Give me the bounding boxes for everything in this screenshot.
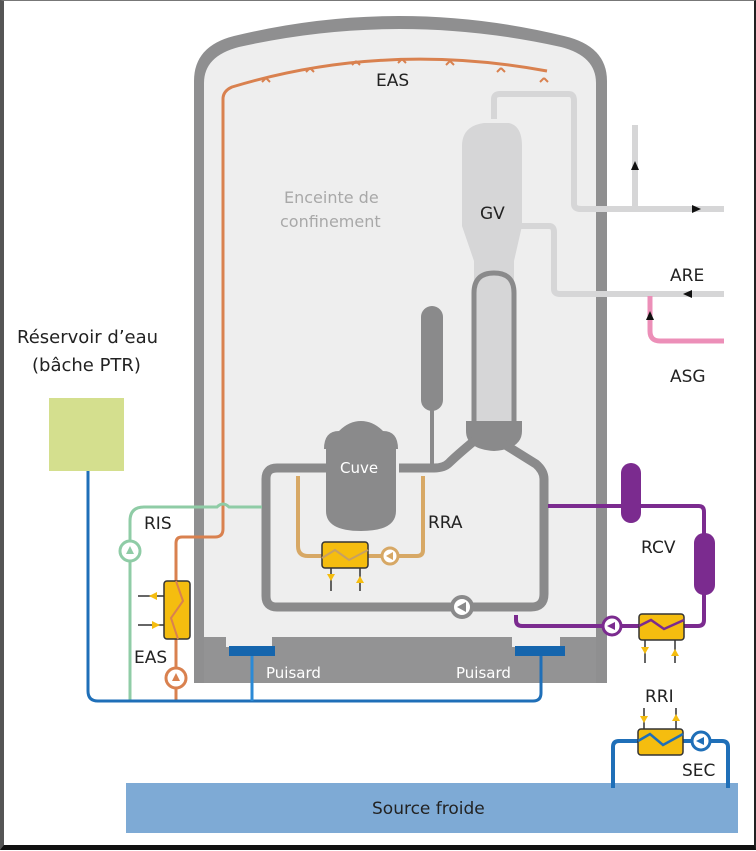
heat-exchanger-coil	[637, 732, 684, 747]
rcv-circuit	[514, 504, 706, 628]
pump-arrow-icon	[126, 546, 134, 554]
base-right-recess	[512, 637, 560, 647]
label-enceinte-2: confinement	[280, 212, 381, 231]
label-eas-top: EAS	[376, 71, 409, 91]
label-rcv: RCV	[641, 538, 676, 558]
sump-circuit	[86, 471, 543, 703]
gv-tube-bundle	[471, 270, 517, 431]
label-puisard-left: Puisard	[266, 664, 321, 682]
puisard-right-grate	[515, 646, 565, 656]
steam-generator	[462, 123, 522, 451]
rcv-tank	[621, 463, 641, 523]
pressurizer	[421, 306, 443, 411]
label-gv: GV	[480, 204, 505, 224]
reservoir-ptr	[49, 398, 124, 471]
arrow-up-icon	[631, 161, 639, 170]
eas-riser	[174, 136, 225, 701]
rcv-line	[514, 504, 706, 628]
pump-arrow-icon	[386, 552, 393, 560]
asg-line	[647, 296, 724, 344]
label-source-froide: Source froide	[372, 799, 485, 819]
eas-spray-header	[221, 57, 548, 136]
arrow-down-icon	[327, 574, 335, 581]
rra-heat-exchanger	[321, 541, 369, 569]
label-reservoir-2: (bâche PTR)	[32, 355, 141, 376]
pump-arrow-icon	[172, 673, 180, 681]
label-cuve: Cuve	[340, 459, 378, 477]
arrow-left-icon	[683, 290, 692, 298]
label-rra: RRA	[428, 513, 463, 533]
arrow-up-icon	[671, 649, 679, 656]
rcv-volume-control-tank	[694, 533, 715, 595]
source-froide	[126, 783, 738, 833]
base-left-recess	[226, 637, 272, 647]
pump-arrow-icon	[607, 622, 615, 630]
spray-nozzles	[261, 58, 549, 83]
reactor-vessel	[324, 421, 398, 531]
heat-exchanger-coil	[169, 580, 185, 640]
label-eas-bottom: EAS	[134, 648, 167, 668]
pump-arrow-icon	[457, 602, 466, 612]
arrow-up-icon	[356, 576, 364, 583]
arrow-up-icon	[672, 714, 680, 721]
primary-loop	[261, 436, 549, 612]
heat-exchanger-coil	[321, 548, 369, 562]
eas-circuit	[174, 57, 548, 701]
label-asg: ASG	[670, 367, 706, 387]
label-ris: RIS	[144, 514, 172, 534]
ris-circuit	[128, 502, 262, 701]
arrow-down-icon	[640, 716, 648, 723]
arrow-right-icon	[152, 621, 160, 629]
heat-exchanger-coil	[638, 618, 685, 631]
label-are: ARE	[670, 266, 704, 286]
reactor-diagram: EAS Enceinte de confinement GV ARE ASG R…	[17, 16, 738, 833]
arrow-left-icon	[149, 592, 157, 600]
ris-line	[128, 502, 262, 701]
arrow-up-icon	[646, 311, 654, 320]
label-sec: SEC	[682, 761, 715, 781]
are-feed-line	[519, 223, 724, 297]
steam-outlet-line	[491, 91, 724, 212]
puisard-left-grate	[229, 646, 275, 656]
label-puisard-right: Puisard	[456, 664, 511, 682]
arrow-right-icon	[692, 205, 701, 213]
ptr-main-line	[86, 471, 543, 703]
arrow-down-icon	[641, 647, 649, 654]
pump-arrow-icon	[696, 737, 704, 745]
label-enceinte-1: Enceinte de	[284, 188, 379, 207]
primary-circuit	[261, 436, 549, 612]
label-rri: RRI	[645, 687, 674, 707]
label-reservoir-1: Réservoir d’eau	[17, 327, 158, 348]
